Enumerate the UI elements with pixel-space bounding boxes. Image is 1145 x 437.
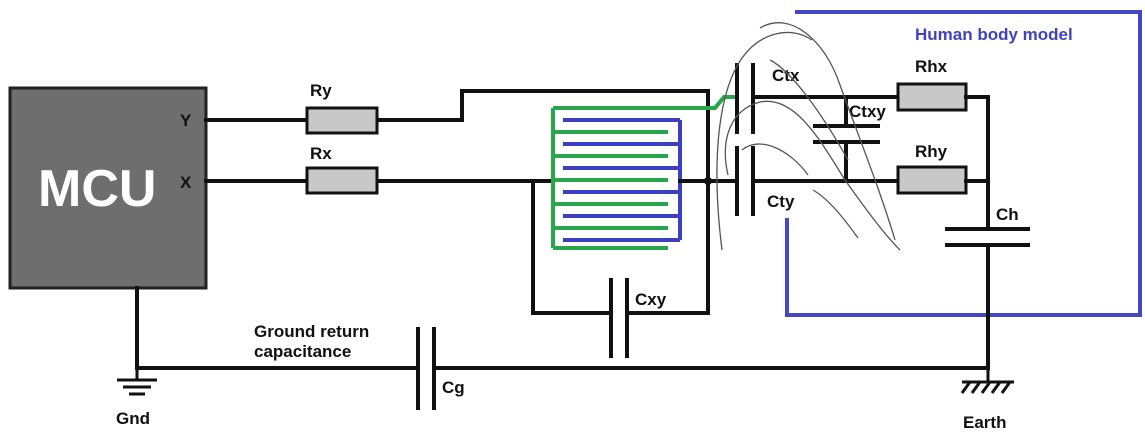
label-ch: Ch	[996, 205, 1019, 224]
label-rhx: Rhx	[915, 57, 948, 76]
label-cg: Cg	[442, 378, 465, 397]
mcu-label: MCU	[38, 160, 156, 218]
label-cty: Cty	[767, 192, 795, 211]
label-rx: Rx	[310, 144, 332, 163]
ctx-branch	[735, 63, 900, 134]
right-rail	[945, 95, 1030, 370]
resistor-rhx	[896, 82, 968, 112]
mcu-pin-x: X	[180, 173, 192, 192]
cxy-loop	[531, 179, 710, 358]
mcu-block	[8, 86, 208, 290]
gnd-label: Gnd	[116, 409, 150, 428]
earth-symbol-icon	[960, 368, 1014, 394]
human-body-model-label: Human body model	[915, 25, 1073, 44]
label-cxy: Cxy	[635, 290, 667, 309]
human-body-model-box	[785, 10, 1142, 317]
mcu-pin-y: Y	[180, 111, 192, 130]
resistor-rx	[305, 166, 379, 195]
earth-label: Earth	[963, 413, 1006, 432]
gnd-symbol-icon	[117, 368, 157, 396]
ground-return-line	[135, 286, 990, 410]
label-rhy: Rhy	[915, 142, 948, 161]
cty-branch	[678, 146, 900, 216]
finger-sketch-icon	[716, 22, 901, 251]
resistor-rhy	[896, 165, 968, 195]
resistor-ry	[305, 106, 379, 135]
label-ctxy: Ctxy	[849, 102, 886, 121]
label-ry: Ry	[310, 81, 332, 100]
ground-return-line2: capacitance	[254, 342, 351, 361]
ground-return-line1: Ground return	[254, 322, 369, 341]
ctxy-branch	[813, 95, 880, 183]
